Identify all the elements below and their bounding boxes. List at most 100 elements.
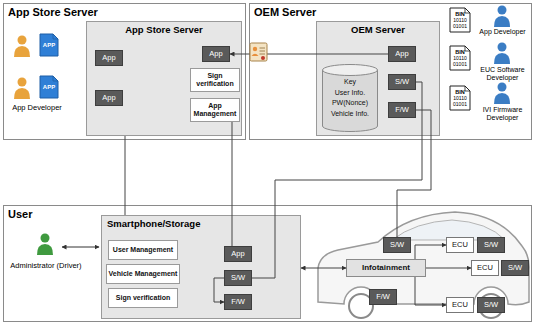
document-fold	[465, 46, 470, 51]
box-label: S/W	[508, 264, 522, 272]
module-box: S/W	[224, 270, 252, 286]
box-label: App	[102, 54, 115, 62]
region-title: App Store Server	[8, 6, 98, 18]
person-icon	[37, 244, 53, 255]
box-title: OEM Server	[317, 24, 439, 35]
box-title: Smartphone/Storage	[107, 218, 200, 229]
module-box: S/W	[477, 237, 505, 253]
box-label: Vehicle Management	[109, 270, 178, 278]
data-field: PW(Nonce)	[332, 99, 368, 107]
box-label: S/W	[395, 78, 409, 86]
box-label: App Management	[191, 102, 239, 117]
box-label: ECU	[477, 264, 493, 272]
icon-text: APP	[40, 84, 58, 91]
function-box: Vehicle Management	[106, 264, 180, 284]
infotainment-box: Infotainment	[346, 259, 426, 277]
document-icon	[450, 46, 470, 70]
function-box: Sign verification	[108, 288, 178, 308]
region-title: User	[8, 208, 32, 220]
person-icon	[498, 6, 507, 15]
ecu-box: ECU	[446, 297, 474, 313]
module-box: F/W	[369, 289, 397, 305]
box-label: S/W	[484, 241, 498, 249]
document-icon	[450, 86, 470, 110]
role-label: IVI Firmware Developer	[474, 106, 531, 121]
ecu-box: ECU	[446, 237, 474, 253]
box-label: S/W	[231, 274, 245, 282]
role-label: EUC Software Developer	[474, 66, 531, 81]
box-label: F/W	[231, 298, 245, 306]
role-label: App Developer	[2, 104, 72, 112]
person-icon	[498, 83, 507, 92]
document-fold	[53, 76, 58, 81]
document-icon	[40, 76, 58, 98]
person-icon	[18, 36, 27, 45]
cylinder-top	[323, 65, 378, 76]
region-box: UserSmartphone/StorageUser ManagementVeh…	[3, 205, 532, 322]
admin-arrow	[62, 247, 99, 248]
box-label: ECU	[452, 301, 468, 309]
box-label: App	[231, 250, 244, 258]
data-field: Key	[344, 78, 356, 86]
person-icon	[14, 88, 30, 99]
box-label: ECU	[452, 241, 468, 249]
module-box: S/W	[477, 297, 505, 313]
person-icon	[494, 53, 510, 64]
box-label: S/W	[484, 301, 498, 309]
module-box: S/W	[383, 237, 411, 253]
module-box: App	[95, 50, 123, 66]
box-label: User Management	[113, 246, 173, 254]
document-fold	[465, 8, 470, 13]
module-box: S/W	[388, 74, 416, 90]
function-box: User Management	[108, 240, 178, 260]
box-label: Sign verification	[116, 294, 170, 302]
database-cylinder: KeyUser Info.PW(Nonce)Vehicle Info.	[322, 64, 378, 132]
box-label: App	[395, 50, 408, 58]
box-label: App	[209, 50, 222, 58]
person-icon	[41, 234, 50, 243]
document-fold	[465, 86, 470, 91]
function-box: App Management	[190, 98, 240, 122]
connector	[232, 122, 233, 246]
box-label: App	[102, 94, 115, 102]
icon-text: BIN	[450, 89, 470, 95]
module-box: App	[202, 46, 230, 62]
connector	[415, 277, 446, 305]
box-title: App Store Server	[87, 24, 241, 35]
role-label: App Developer	[474, 28, 531, 36]
car-body	[318, 212, 529, 305]
connector	[301, 268, 346, 269]
person-icon	[18, 78, 27, 87]
server-box: App Store ServerAppAppAppSign verificati…	[86, 21, 242, 136]
icon-text: 10110 01001	[451, 56, 469, 67]
box-label: F/W	[376, 293, 390, 301]
person-icon	[494, 93, 510, 104]
box-label: Sign verification	[191, 72, 239, 87]
module-box: App	[95, 90, 123, 106]
data-field: User Info.	[335, 89, 365, 97]
role-label: Administrator (Driver)	[6, 262, 86, 270]
function-box: Sign verification	[190, 68, 240, 92]
document-icon	[40, 34, 58, 56]
module-box: S/W	[501, 260, 529, 276]
module-box: F/W	[388, 102, 416, 118]
person-icon	[494, 16, 510, 27]
icon-text: 10110 01001	[451, 96, 469, 107]
module-box: App	[224, 246, 252, 262]
box-label: S/W	[390, 241, 404, 249]
connector	[125, 136, 126, 215]
region-title: OEM Server	[254, 6, 316, 18]
module-box: F/W	[224, 294, 252, 310]
box-label: F/W	[395, 106, 409, 114]
connector	[214, 278, 224, 302]
document-fold	[53, 34, 58, 39]
person-icon	[14, 46, 30, 57]
icon-text: 10110 01001	[451, 18, 469, 29]
icon-text: BIN	[450, 11, 470, 17]
connector	[415, 245, 446, 259]
box-label: Infotainment	[362, 264, 410, 273]
cylinder-body	[323, 70, 378, 132]
